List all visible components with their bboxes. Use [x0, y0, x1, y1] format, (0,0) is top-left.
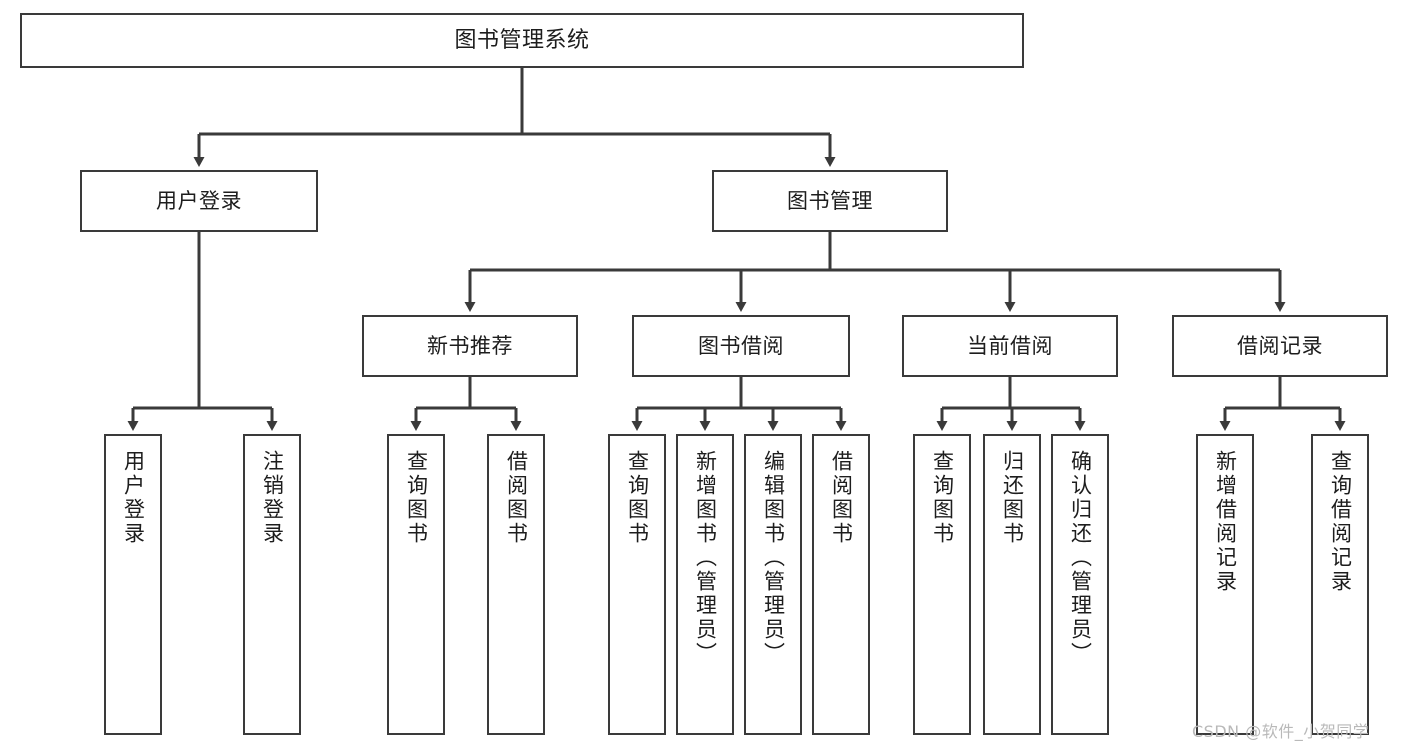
leaf-borrow-book[interactable]: 借阅图书: [812, 434, 870, 735]
leaf-add-borrow-record[interactable]: 新增借阅记录: [1196, 434, 1254, 735]
leaf-user-login[interactable]: 用户登录: [104, 434, 162, 735]
leaf-query-book-current[interactable]: 查询图书: [913, 434, 971, 735]
leaf-borrow-book-label: 借阅图书: [829, 450, 854, 546]
node-new-book-recommend[interactable]: 新书推荐: [362, 315, 578, 377]
node-user-login-label: 用户登录: [156, 188, 242, 213]
leaf-add-book-admin[interactable]: 新增图书（管理员）: [676, 434, 734, 735]
leaf-return-book[interactable]: 归还图书: [983, 434, 1041, 735]
leaf-query-borrow-record[interactable]: 查询借阅记录: [1311, 434, 1369, 735]
node-book-borrow[interactable]: 图书借阅: [632, 315, 850, 377]
leaf-query-book-recommend-label: 查询图书: [404, 450, 429, 546]
leaf-query-book-borrow-label: 查询图书: [625, 450, 650, 546]
leaf-edit-book-admin[interactable]: 编辑图书（管理员）: [744, 434, 802, 735]
node-borrow-records[interactable]: 借阅记录: [1172, 315, 1388, 377]
leaf-user-login-label: 用户登录: [121, 450, 146, 546]
node-borrow-records-label: 借阅记录: [1237, 333, 1323, 358]
node-new-book-recommend-label: 新书推荐: [427, 333, 513, 358]
watermark: CSDN @软件_小贺同学: [1192, 722, 1370, 741]
leaf-borrow-book-recommend[interactable]: 借阅图书: [487, 434, 545, 735]
node-book-management[interactable]: 图书管理: [712, 170, 948, 232]
leaf-query-book-current-label: 查询图书: [930, 450, 955, 546]
leaf-return-book-label: 归还图书: [1000, 450, 1025, 546]
leaf-borrow-book-recommend-label: 借阅图书: [504, 450, 529, 546]
leaf-confirm-return-admin-label: 确认归还（管理员）: [1068, 450, 1093, 666]
leaf-edit-book-admin-label: 编辑图书（管理员）: [761, 450, 786, 666]
leaf-query-book-borrow[interactable]: 查询图书: [608, 434, 666, 735]
node-user-login[interactable]: 用户登录: [80, 170, 318, 232]
leaf-logout-label: 注销登录: [260, 450, 285, 546]
node-current-borrow[interactable]: 当前借阅: [902, 315, 1118, 377]
node-root[interactable]: 图书管理系统: [20, 13, 1024, 68]
leaf-add-borrow-record-label: 新增借阅记录: [1213, 450, 1238, 594]
leaf-query-book-recommend[interactable]: 查询图书: [387, 434, 445, 735]
leaf-add-book-admin-label: 新增图书（管理员）: [693, 450, 718, 666]
node-root-label: 图书管理系统: [454, 27, 590, 53]
leaf-logout[interactable]: 注销登录: [243, 434, 301, 735]
node-book-borrow-label: 图书借阅: [698, 333, 784, 358]
node-current-borrow-label: 当前借阅: [967, 333, 1053, 358]
leaf-confirm-return-admin[interactable]: 确认归还（管理员）: [1051, 434, 1109, 735]
node-book-management-label: 图书管理: [787, 188, 873, 213]
leaf-query-borrow-record-label: 查询借阅记录: [1328, 450, 1353, 594]
